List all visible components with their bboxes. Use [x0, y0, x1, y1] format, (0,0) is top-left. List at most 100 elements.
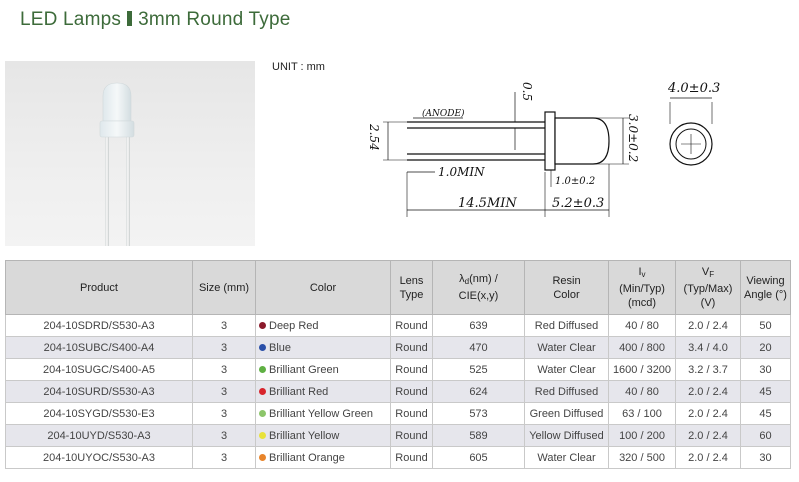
cell-vf: 2.0 / 2.4	[675, 314, 741, 337]
cell-resin-color: Red Diffused	[524, 380, 609, 403]
color-dot-icon	[259, 431, 266, 439]
cell-size: 3	[192, 380, 256, 403]
dim-pitch: 2.54	[367, 123, 381, 151]
color-label: Brilliant Green	[269, 363, 339, 376]
cell-iv: 1600 / 3200	[608, 358, 676, 381]
cell-wavelength: 470	[432, 336, 525, 359]
cell-size: 3	[192, 358, 256, 381]
title-text-right: 3mm Round Type	[138, 9, 291, 30]
cell-product: 204-10SUBC/S400-A4	[5, 336, 193, 359]
cell-viewing-angle: 60	[740, 424, 791, 447]
cell-lens-type: Round	[390, 380, 433, 403]
cell-iv: 400 / 800	[608, 336, 676, 359]
cell-resin-color: Green Diffused	[524, 402, 609, 425]
dim-lead-length: 14.5MIN	[458, 196, 517, 211]
header-vf: VF(Typ/Max)(V)	[675, 260, 741, 315]
color-dot-icon	[259, 453, 266, 461]
color-label: Brilliant Orange	[269, 451, 345, 464]
cell-lens-type: Round	[390, 336, 433, 359]
cell-viewing-angle: 20	[740, 336, 791, 359]
cell-product: 204-10SUGC/S400-A5	[5, 358, 193, 381]
cell-color: Brilliant Red	[255, 380, 391, 403]
cell-vf: 3.4 / 4.0	[675, 336, 741, 359]
cell-color: Blue	[255, 336, 391, 359]
product-photo	[5, 61, 255, 246]
cell-resin-color: Water Clear	[524, 358, 609, 381]
cell-resin-color: Yellow Diffused	[524, 424, 609, 447]
cell-color: Brilliant Yellow Green	[255, 402, 391, 425]
cell-lens-type: Round	[390, 446, 433, 469]
cell-color: Brilliant Green	[255, 358, 391, 381]
cell-wavelength: 589	[432, 424, 525, 447]
cell-product: 204-10SURD/S530-A3	[5, 380, 193, 403]
cell-lens-type: Round	[390, 314, 433, 337]
dim-min-lead: 1.0MIN	[438, 165, 485, 179]
cell-resin-color: Water Clear	[524, 336, 609, 359]
dim-pin-width: 0.5	[520, 82, 534, 101]
cell-size: 3	[192, 336, 256, 359]
cell-viewing-angle: 45	[740, 402, 791, 425]
cell-color: Brilliant Yellow	[255, 424, 391, 447]
header-iv: Iv(Min/Typ)(mcd)	[608, 260, 676, 315]
cell-color: Deep Red	[255, 314, 391, 337]
cell-vf: 2.0 / 2.4	[675, 402, 741, 425]
cell-resin-color: Water Clear	[524, 446, 609, 469]
color-label: Brilliant Yellow	[269, 429, 340, 442]
cell-viewing-angle: 30	[740, 358, 791, 381]
cell-lens-type: Round	[390, 424, 433, 447]
header-wavelength: λd(nm) /CIE(x,y)	[432, 260, 525, 315]
header-size: Size (mm)	[192, 260, 256, 315]
color-dot-icon	[259, 343, 266, 351]
cell-size: 3	[192, 402, 256, 425]
unit-label: UNIT : mm	[272, 61, 325, 73]
cell-size: 3	[192, 446, 256, 469]
dim-flange-dia: 4.0±0.3	[667, 81, 720, 96]
cell-wavelength: 525	[432, 358, 525, 381]
cell-size: 3	[192, 424, 256, 447]
cell-color: Brilliant Orange	[255, 446, 391, 469]
cell-iv: 40 / 80	[608, 314, 676, 337]
cell-product: 204-10SYGD/S530-E3	[5, 402, 193, 425]
cell-product: 204-10UYOC/S530-A3	[5, 446, 193, 469]
cell-product: 204-10SDRD/S530-A3	[5, 314, 193, 337]
anode-label: (ANODE)	[422, 108, 465, 119]
dim-diameter: 3.0±0.2	[626, 114, 640, 162]
cell-vf: 2.0 / 2.4	[675, 380, 741, 403]
cell-viewing-angle: 50	[740, 314, 791, 337]
cell-lens-type: Round	[390, 402, 433, 425]
cell-product: 204-10UYD/S530-A3	[5, 424, 193, 447]
cell-viewing-angle: 30	[740, 446, 791, 469]
color-label: Deep Red	[269, 319, 319, 332]
cell-wavelength: 605	[432, 446, 525, 469]
header-color: Color	[255, 260, 391, 315]
color-dot-icon	[259, 365, 266, 373]
color-dot-icon	[259, 409, 266, 417]
cell-iv: 63 / 100	[608, 402, 676, 425]
cell-iv: 40 / 80	[608, 380, 676, 403]
cell-wavelength: 639	[432, 314, 525, 337]
header-product: Product	[5, 260, 193, 315]
cell-wavelength: 573	[432, 402, 525, 425]
color-dot-icon	[259, 387, 266, 395]
dim-flange: 1.0±0.2	[555, 176, 595, 187]
cell-iv: 100 / 200	[608, 424, 676, 447]
color-label: Brilliant Yellow Green	[269, 407, 373, 420]
cell-iv: 320 / 500	[608, 446, 676, 469]
color-label: Brilliant Red	[269, 385, 329, 398]
cell-size: 3	[192, 314, 256, 337]
cell-vf: 3.2 / 3.7	[675, 358, 741, 381]
led-lamp-illustration	[99, 82, 135, 246]
color-dot-icon	[259, 321, 266, 329]
